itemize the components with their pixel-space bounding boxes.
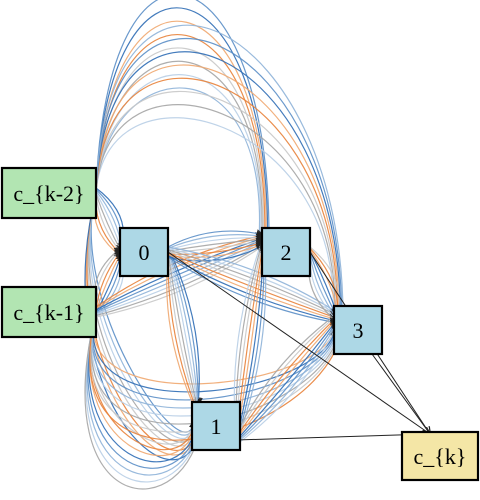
edge-n0-to-n3 — [167, 250, 339, 319]
edge-n0-to-n2 — [167, 231, 265, 249]
node-1[interactable]: 1 — [190, 400, 242, 452]
edge-ck2-to-n3 — [95, 90, 341, 319]
edge-ck2-to-n3 — [95, 24, 348, 319]
edge-ck1-to-n1 — [84, 311, 206, 490]
node-ck1-label: c_{k-1} — [13, 300, 84, 325]
edge-ck1-to-n1 — [88, 311, 201, 463]
node-ck-label: c_{k} — [414, 444, 467, 469]
edge-ck2-to-n2 — [95, 47, 268, 241]
node-1-label: 1 — [211, 414, 222, 439]
edge-ck1-to-n3 — [93, 311, 338, 385]
edge-n0-to-n2 — [167, 237, 265, 254]
node-ck-box — [400, 430, 480, 482]
edge-n1-to-n3 — [235, 315, 339, 439]
edge-ck2-to-n3 — [95, 77, 342, 319]
node-3-box — [332, 304, 384, 356]
edge-ck2-to-n2 — [95, 74, 265, 241]
edge-ck1-to-n1 — [86, 311, 203, 476]
node-ck1-box — [0, 285, 98, 339]
node-ck[interactable]: c_{k} — [400, 430, 480, 482]
edge-n0-to-n1 — [167, 246, 203, 406]
edge-n1-to-n3 — [235, 313, 339, 437]
node-2-label: 2 — [281, 240, 292, 265]
edge-ck2-to-n1 — [90, 192, 199, 436]
edge-n0-to-n2 — [167, 233, 265, 251]
edge-ck2-to-n3 — [95, 38, 346, 319]
edge-n0-to-n3 — [167, 246, 339, 314]
edge-n0-to-n3 — [167, 253, 339, 323]
edge-n0-to-ck — [167, 251, 430, 434]
edge-ck2-to-n3 — [95, 104, 339, 319]
edge-ck2-to-n2 — [95, 87, 264, 241]
node-3[interactable]: 3 — [332, 304, 384, 356]
edge-ck2-to-n2 — [95, 60, 267, 241]
edge-n0-to-n1 — [167, 251, 202, 411]
edge-n1-to-n3 — [235, 319, 339, 443]
edge-n1-to-ck — [235, 434, 430, 441]
edge-n1-to-n3 — [235, 322, 339, 446]
node-2[interactable]: 2 — [260, 226, 312, 278]
edge-n1-to-n3 — [235, 318, 339, 442]
edge-n0-to-n3 — [167, 252, 339, 321]
node-1-box — [190, 400, 242, 452]
edge-ck1-to-n1 — [85, 311, 205, 483]
edge-n1-to-n3 — [235, 312, 339, 436]
node-2-box — [260, 226, 312, 278]
edge-ck1-to-n1 — [87, 311, 202, 469]
edge-ck2-to-n2 — [95, 0, 274, 241]
node-0-label: 0 — [139, 240, 150, 265]
node-0[interactable]: 0 — [118, 226, 170, 278]
edge-n0-to-n2 — [167, 235, 265, 252]
edge-ck2-to-n3 — [95, 51, 345, 319]
node-ck1[interactable]: c_{k-1} — [0, 285, 98, 339]
edge-ck2-to-n1 — [87, 192, 202, 447]
edge-n0-to-n1 — [167, 252, 201, 412]
edge-n0-to-n3 — [167, 255, 339, 324]
edge-n3-to-ck — [371, 353, 430, 434]
edge-n0-to-n1 — [167, 248, 203, 408]
edge-n0-to-n1 — [167, 254, 200, 413]
edge-n0-to-n2 — [167, 229, 265, 248]
edge-n0-to-n1 — [167, 249, 202, 409]
edge-ck2-to-n3 — [95, 117, 338, 319]
edge-n1-to-n3 — [235, 316, 339, 440]
node-ck2-box — [0, 166, 98, 220]
node-0-box — [118, 226, 170, 278]
node-ck2-label: c_{k-2} — [13, 181, 84, 206]
edge-ck1-to-n3 — [92, 311, 339, 393]
node-ck2[interactable]: c_{k-2} — [0, 166, 98, 220]
node-3-label: 3 — [353, 318, 364, 343]
edge-n1-to-n3 — [235, 320, 339, 445]
edge-ck2-to-n3 — [95, 64, 344, 319]
